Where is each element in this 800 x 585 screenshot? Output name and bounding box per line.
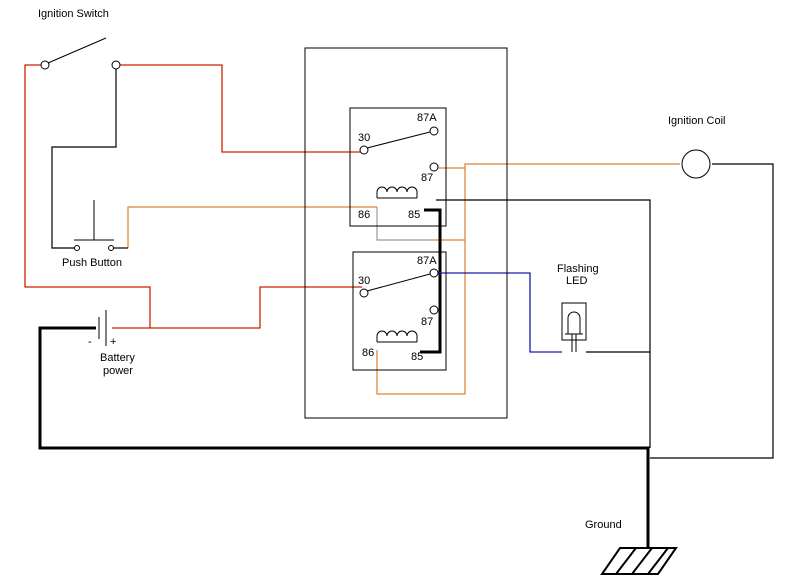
battery-plus-sign: + bbox=[110, 336, 116, 348]
relay-bottom-label-30: 30 bbox=[358, 275, 370, 287]
ignition-coil-symbol bbox=[681, 149, 711, 179]
ignition-coil-label: Ignition Coil bbox=[668, 115, 725, 127]
relay-top-label-87: 87 bbox=[421, 172, 433, 184]
relay-panel bbox=[304, 47, 508, 419]
relay-bottom-pin-30 bbox=[359, 288, 369, 298]
push-button-terminal-right bbox=[108, 245, 114, 251]
blue-wire bbox=[436, 272, 562, 353]
battery: - + Battery power bbox=[88, 310, 135, 377]
ignition-switch: Ignition Switch bbox=[38, 8, 121, 70]
wire-switch-to-relay1-30 bbox=[119, 64, 362, 153]
battery-label-line2: power bbox=[103, 365, 133, 377]
wire-battery-negative-ground bbox=[38, 326, 650, 548]
battery-label-line1: Battery bbox=[100, 352, 135, 364]
relay-bottom-switch-arm bbox=[366, 273, 431, 292]
wire-battery-to-relay2-30 bbox=[112, 286, 362, 329]
ground-label: Ground bbox=[585, 519, 622, 531]
flashing-led: Flashing LED bbox=[557, 263, 599, 352]
ground-symbol: Ground bbox=[585, 519, 678, 575]
relay-top: 30 87A 87 86 85 bbox=[349, 107, 447, 227]
led-label-line1: Flashing bbox=[557, 263, 599, 275]
push-button-label: Push Button bbox=[62, 257, 122, 269]
led-bulb bbox=[567, 311, 581, 335]
relay-bottom-coil bbox=[376, 330, 418, 342]
relay-top-label-30: 30 bbox=[358, 132, 370, 144]
ignition-coil: Ignition Coil bbox=[668, 115, 725, 179]
wire-switch-to-battery bbox=[24, 64, 151, 328]
wire-relay85-bridge bbox=[420, 208, 442, 354]
wire-relay2-87a-to-led bbox=[436, 272, 562, 353]
ground-hatch-3 bbox=[647, 547, 669, 575]
ignition-switch-terminal-left bbox=[40, 60, 50, 70]
relay-top-switch-arm bbox=[366, 131, 431, 149]
relay-bottom-pin-87a bbox=[429, 268, 439, 278]
wire-pushbutton-to-relay1-86 bbox=[127, 206, 377, 248]
relay-top-pin-30 bbox=[359, 145, 369, 155]
relay-top-box bbox=[349, 107, 447, 227]
relay-top-label-87a: 87A bbox=[417, 112, 437, 124]
wire-relay2-87-loop bbox=[376, 240, 466, 395]
relay-top-pin-87 bbox=[429, 162, 439, 172]
relay-bottom-label-87: 87 bbox=[421, 316, 433, 328]
wire-relay1-86-to-relay2-86 bbox=[376, 207, 436, 241]
ignition-switch-lever bbox=[47, 37, 107, 64]
relay-bottom-pin-87 bbox=[429, 305, 439, 315]
relay-bottom-label-85: 85 bbox=[411, 351, 423, 363]
relay-top-label-85: 85 bbox=[408, 209, 420, 221]
relay-top-pin-87a bbox=[429, 126, 439, 136]
ignition-switch-terminal-right bbox=[111, 60, 121, 70]
relay-bottom-box bbox=[352, 251, 447, 371]
black-wires bbox=[51, 80, 774, 459]
ground-hatch-1 bbox=[615, 547, 637, 575]
wire-relay1-87-to-coil bbox=[436, 163, 680, 169]
relay-bottom-label-87a: 87A bbox=[417, 255, 437, 267]
wire-coil-to-ground bbox=[650, 163, 774, 459]
wire-switch-to-pushbutton bbox=[51, 80, 117, 249]
relay-top-label-86: 86 bbox=[358, 209, 370, 221]
ignition-switch-label: Ignition Switch bbox=[38, 8, 109, 20]
thick-ground-wires bbox=[38, 208, 650, 548]
led-label-line2: LED bbox=[566, 275, 587, 287]
relay-top-coil bbox=[376, 186, 418, 198]
push-button-terminal-left bbox=[74, 245, 80, 251]
relay-bottom-label-86: 86 bbox=[362, 347, 374, 359]
relay-bottom: 30 87A 87 86 85 bbox=[352, 251, 447, 371]
wire-relay1-85-to-led bbox=[436, 199, 651, 353]
ground-hatch-2 bbox=[631, 547, 653, 575]
red-wires bbox=[24, 64, 362, 329]
battery-minus-sign: - bbox=[88, 336, 92, 348]
orange-wires bbox=[127, 163, 680, 395]
push-button: Push Button bbox=[62, 200, 122, 269]
